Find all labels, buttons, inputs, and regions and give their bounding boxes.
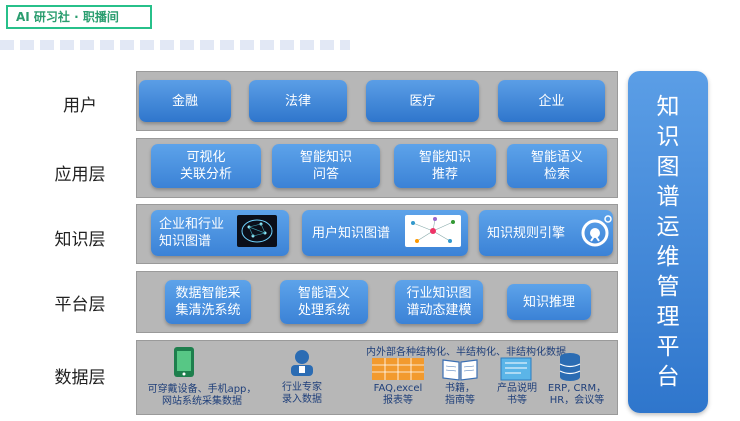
user-item-law[interactable]: 法律 — [249, 80, 347, 122]
knowledge-item-label: 企业和行业 知识图谱 — [159, 217, 225, 249]
app-item-label: 智能语义 检索 — [530, 150, 583, 182]
database-icon — [558, 352, 582, 382]
brand-badge: AI 研习社 · 职播间 — [6, 5, 152, 29]
gear-person-icon — [577, 213, 613, 249]
brand-label: AI 研习社 · 职播间 — [16, 10, 119, 24]
platform-item-label: 数据智能采 集清洗系统 — [175, 286, 241, 318]
app-item-recommend[interactable]: 智能知识 推荐 — [394, 144, 496, 188]
user-item-label: 企业 — [538, 93, 565, 109]
graph-network-icon — [405, 215, 461, 247]
brain-network-icon — [237, 215, 277, 247]
data-item-label: FAQ,excel 报表等 — [373, 383, 423, 406]
user-item-label: 医疗 — [409, 93, 436, 109]
data-layer-heading: 内外部各种结构化、半结构化、非结构化数据 — [366, 347, 566, 358]
platform-item-dynamic-modeling[interactable]: 行业知识图 谱动态建模 — [395, 280, 483, 324]
platform-item-reasoning[interactable]: 知识推理 — [507, 284, 591, 320]
user-item-enterprise[interactable]: 企业 — [498, 80, 605, 122]
document-icon — [499, 357, 535, 381]
knowledge-item-label: 知识规则引擎 — [487, 225, 566, 241]
user-item-finance[interactable]: 金融 — [139, 80, 231, 122]
layer-label-knowledge: 知识层 — [54, 230, 106, 250]
book-icon — [441, 357, 479, 381]
data-item-label: 可穿戴设备、手机app， 网站系统采集数据 — [147, 384, 257, 407]
user-item-label: 法律 — [284, 93, 311, 109]
data-item-label: 产品说明 书等 — [497, 383, 537, 406]
layer-label-user: 用户 — [63, 96, 97, 116]
platform-item-label: 智能语义 处理系统 — [297, 286, 350, 318]
app-item-label: 智能知识 问答 — [299, 150, 352, 182]
spreadsheet-icon — [372, 358, 424, 380]
user-item-label: 金融 — [171, 93, 198, 109]
data-item-label: 书籍， 指南等 — [445, 383, 475, 406]
layer-label-data: 数据层 — [54, 368, 106, 388]
user-item-medical[interactable]: 医疗 — [366, 80, 479, 122]
ops-platform-label: 知识图谱运维管理平台 — [656, 94, 680, 390]
decorative-stripe — [0, 40, 350, 50]
app-item-label: 智能知识 推荐 — [418, 150, 471, 182]
platform-item-data-collection[interactable]: 数据智能采 集清洗系统 — [165, 280, 251, 324]
platform-item-semantic-processing[interactable]: 智能语义 处理系统 — [280, 280, 368, 324]
data-item-label: 行业专家 录入数据 — [282, 382, 322, 405]
ops-platform-panel[interactable]: 知识图谱运维管理平台 — [628, 71, 708, 413]
wearable-phone-icon — [168, 345, 202, 379]
data-item-label: ERP, CRM， HR，会议等 — [547, 383, 607, 406]
platform-item-label: 知识推理 — [522, 294, 575, 310]
app-item-semantic-search[interactable]: 智能语义 检索 — [507, 144, 607, 188]
platform-item-label: 行业知识图 谱动态建模 — [406, 286, 472, 318]
layer-label-platform: 平台层 — [54, 295, 106, 315]
knowledge-item-label: 用户知识图谱 — [312, 225, 391, 241]
layer-label-app: 应用层 — [54, 165, 106, 185]
expert-icon — [287, 347, 317, 377]
app-item-visual-analysis[interactable]: 可视化 关联分析 — [151, 144, 261, 188]
app-item-label: 可视化 关联分析 — [179, 150, 232, 182]
app-item-qa[interactable]: 智能知识 问答 — [272, 144, 380, 188]
